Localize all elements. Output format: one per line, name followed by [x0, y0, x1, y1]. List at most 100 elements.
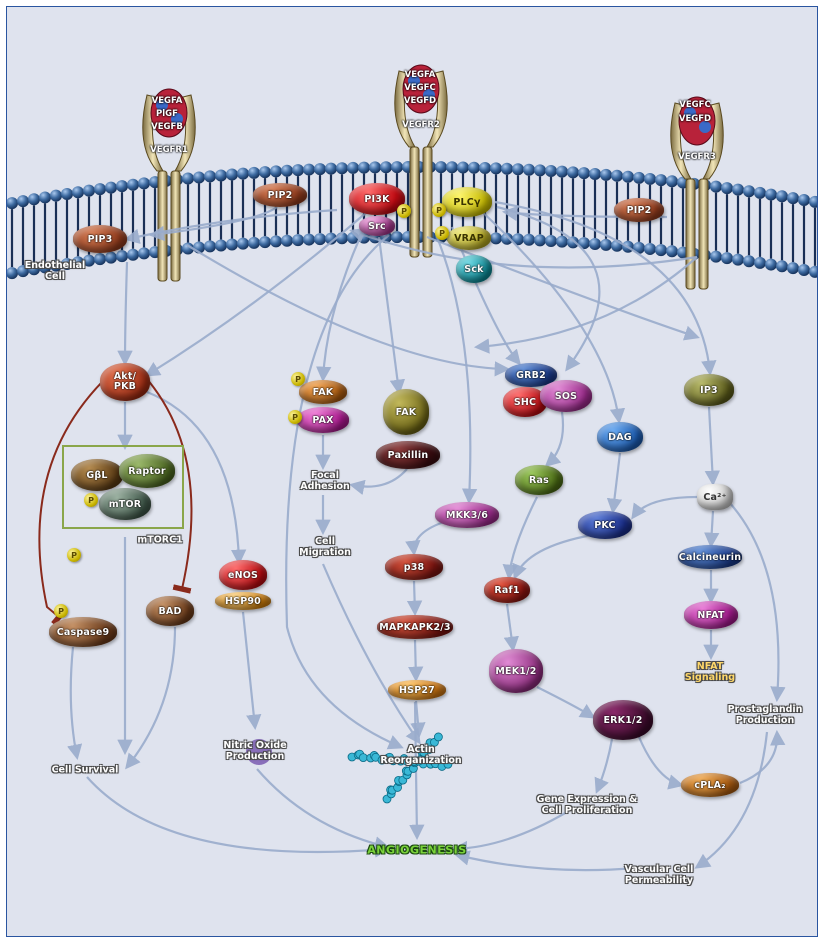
lipid-head [39, 191, 51, 204]
lipid-head [292, 164, 304, 177]
arrow-mek-erk [536, 686, 596, 719]
nfat-signaling-label: NFAT Signaling [684, 661, 736, 683]
actin-bead [358, 753, 368, 763]
lipid-head [666, 175, 678, 188]
r2-ligand-1: VEGFA [404, 70, 436, 80]
receptor-vegfr1-part [157, 170, 168, 282]
lipid-head [270, 235, 282, 248]
enos-node: eNOS [219, 560, 267, 590]
arrow-src-actin [285, 234, 404, 750]
lipid-head [61, 187, 73, 200]
lipid-head [237, 237, 249, 250]
endothelial-cell-label: Endothelial Cell [24, 260, 86, 282]
lipid-head [809, 265, 817, 278]
mkk-node: MKK3/6 [435, 502, 499, 528]
lipid-head [655, 174, 667, 187]
lipid-head [479, 162, 491, 175]
lipid-head [270, 165, 282, 178]
arrow-pi3k-fak [315, 221, 368, 383]
lipid-head [61, 257, 73, 270]
lipid-head [765, 188, 777, 201]
receptor-vegfr1-part [156, 99, 168, 111]
arrow-vasc-angio [454, 850, 648, 872]
raf-node: Raf1 [484, 577, 530, 603]
lipid-head [281, 234, 293, 247]
lipid-head [116, 180, 128, 193]
lipid-head [545, 234, 557, 247]
lipid-head [248, 236, 260, 249]
receptor-vegfr3-part [684, 107, 696, 119]
nitric-oxide-sphere [246, 739, 272, 765]
lipid-head [501, 162, 513, 175]
lipid-head [490, 232, 502, 245]
gene-expression-label: Gene Expression & Cell Proliferation [536, 794, 638, 816]
r1-ligand-1: VEGFA [151, 96, 183, 106]
receptor-vegfr2-part [423, 89, 435, 101]
arrow-plcg-ip3 [494, 200, 717, 377]
p38-node: p38 [385, 554, 443, 580]
lipid-head [644, 242, 656, 255]
lipid-head [534, 234, 546, 247]
arrow-mkk-p38 [405, 519, 448, 557]
lipid-head [776, 190, 788, 203]
sck-node: Sck [456, 255, 492, 283]
lipid-head [721, 252, 733, 265]
arrow-ip3-ca [704, 406, 721, 487]
lipid-head [303, 233, 315, 246]
lipid-head [600, 168, 612, 181]
lipid-head [336, 162, 348, 175]
arrow-sos-ras [544, 411, 565, 468]
lipid-head [501, 232, 513, 245]
arrow-erk-cpla2 [637, 736, 684, 790]
lipid-head [589, 167, 601, 180]
receptor-vegfr1-label: VEGFR1 [150, 145, 188, 155]
pax-node: PAX [297, 407, 349, 433]
arrow-gene-angio [451, 811, 568, 857]
lipid-head [193, 171, 205, 184]
lipid-head [303, 163, 315, 176]
pip2-right-node: PIP2 [614, 198, 664, 222]
lipid-head [468, 161, 480, 174]
lipid-head [732, 183, 744, 196]
receptor-vegfr2-part [422, 146, 433, 258]
phospho-vrap: P [435, 226, 449, 240]
lipid-head [710, 250, 722, 263]
lipid-head [534, 164, 546, 177]
arrow-ras-raf [502, 496, 538, 581]
arrow-hsp27-actin [410, 700, 426, 739]
lipid-head [512, 163, 524, 176]
lipid-head [787, 262, 799, 275]
arrow-akt-enos [146, 390, 247, 566]
ras-node: Ras [515, 465, 563, 495]
lipid-head [17, 195, 29, 208]
pkc-node: PKC [578, 511, 632, 539]
arrow-vrap-mkk [435, 236, 478, 505]
lipid-head [622, 170, 634, 183]
pi3k-node: PI3K [349, 183, 405, 215]
r1-ligand-3: VEGFB [151, 122, 183, 132]
r1-ligand-2: PlGF [156, 109, 178, 119]
lipid-head [798, 193, 810, 206]
lipid-head [204, 170, 216, 183]
lipid-head [94, 183, 106, 196]
lipid-head [545, 164, 557, 177]
lipid-head [490, 162, 502, 175]
actin-bead [443, 759, 453, 769]
caspase9-node: Caspase9 [49, 617, 117, 647]
arrow-src-fak2 [377, 236, 406, 396]
vrap-node: VRAP [447, 226, 491, 250]
lipid-head [754, 186, 766, 199]
diagram-frame: VEGFA PlGF VEGFB VEGFA VEGFC VEGFD VEGFC… [6, 6, 818, 937]
ca-node: Ca²⁺ [697, 484, 733, 510]
lipid-head [105, 181, 117, 194]
arrow-paxillin-focal [348, 468, 408, 495]
dag-node: DAG [597, 422, 643, 452]
mtorc1-label: mTORC1 [137, 534, 183, 546]
arrow-vegfr1-grb2 [186, 244, 511, 377]
vascular-permeability-label: Vascular Cell Permeability [624, 864, 694, 886]
lipid-head [787, 192, 799, 205]
lipid-head [600, 238, 612, 251]
lipid-head [105, 251, 117, 264]
lipid-head [138, 177, 150, 190]
lipid-head [28, 263, 40, 276]
